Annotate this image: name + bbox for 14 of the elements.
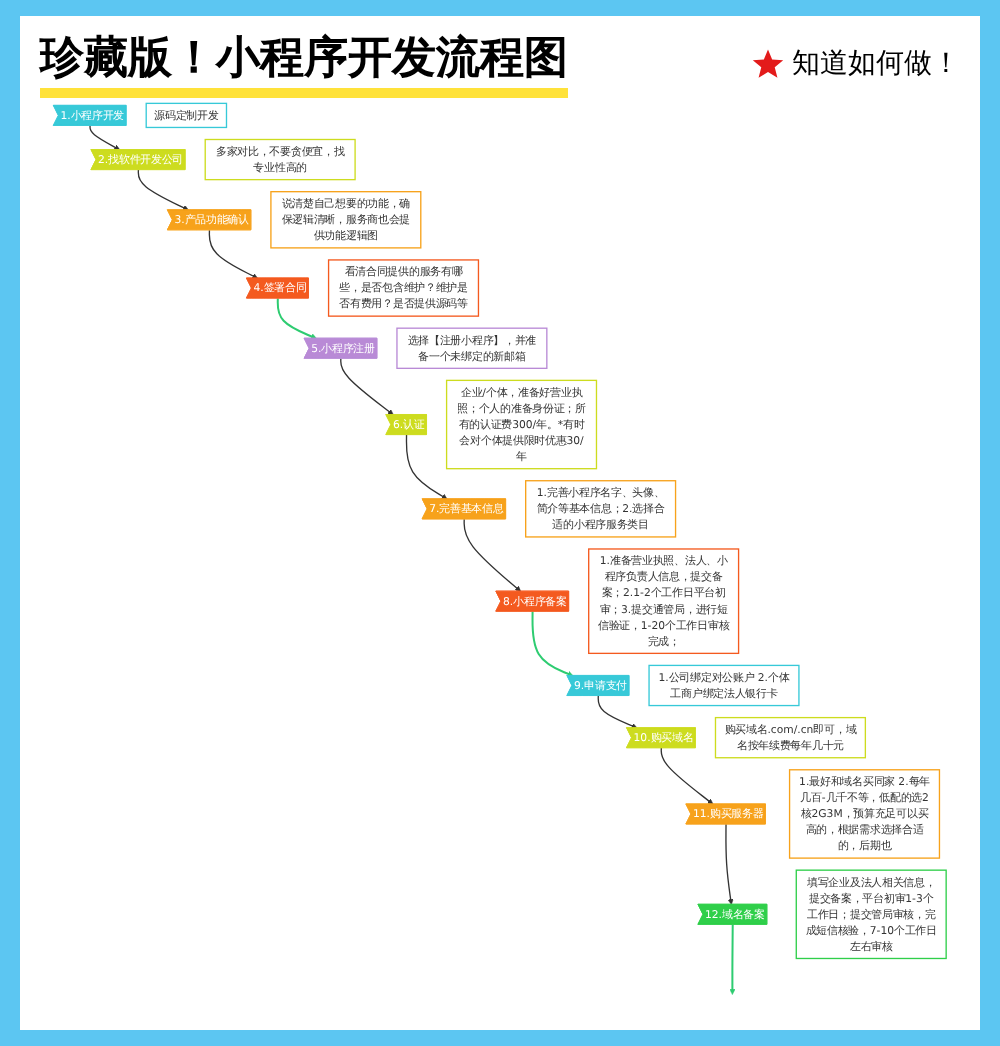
arrow (660, 747, 714, 805)
arrow (531, 611, 574, 677)
arrow (340, 357, 394, 416)
arrow (137, 169, 190, 211)
arrow (725, 823, 734, 905)
arrow (729, 924, 736, 995)
arrow (597, 695, 638, 729)
arrow (463, 518, 522, 592)
arrow (89, 125, 121, 151)
arrow (277, 298, 318, 340)
arrow (406, 434, 448, 500)
arrow (208, 229, 259, 279)
title: 珍藏版！小程序开发流程图 (40, 28, 568, 98)
slogan-text: 知道如何做！ (792, 45, 960, 81)
